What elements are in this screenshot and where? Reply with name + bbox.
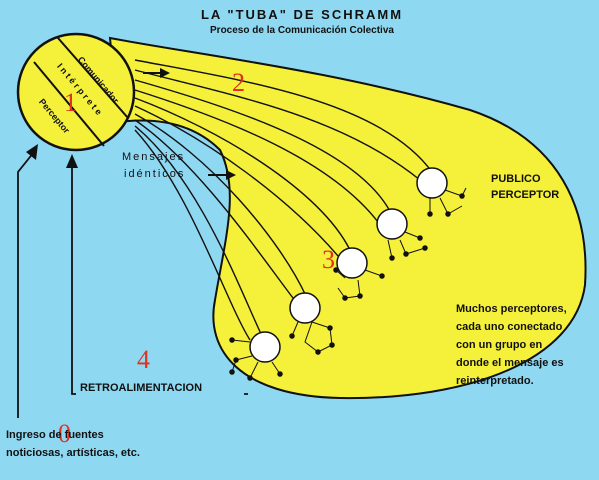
retro-label-box [76,378,244,395]
communicator-circle: Comunicador Intérprete Perceptor [16,32,136,152]
arrow-up-icon [66,154,78,168]
arrow-right-icon [208,170,236,180]
publico-label-line1: PUBLICO [491,173,541,185]
perceptor-description: Muchos perceptores, cada uno conectado c… [456,303,567,387]
message-lines [134,59,433,341]
arrow-right-icon [143,68,170,78]
svg-text:Muchos perceptores,: Muchos perceptores, [456,303,567,315]
mensajes-label-line2: idénticos [124,168,185,180]
svg-text:reinterpretado.: reinterpretado. [456,375,534,387]
receiver-1 [416,167,467,217]
svg-text:con un grupo en: con un grupo en [456,339,542,351]
receiver-2 [376,208,428,261]
receiver-4 [289,292,335,355]
svg-text:cada uno conectado: cada uno conectado [456,321,563,333]
number-2: 2 [232,68,245,97]
number-0: 0 [58,419,71,448]
svg-text:donde el mensaje es: donde el mensaje es [456,357,564,369]
arrow-up-icon [26,144,38,160]
mensajes-label-line1: Mensajes [122,151,185,163]
number-1: 1 [64,88,77,117]
number-3: 3 [322,245,335,274]
number-4: 4 [137,345,150,374]
publico-label-line2: PERCEPTOR [491,189,559,201]
receiver-3 [333,247,385,301]
ingreso-label-line2: noticiosas, artísticas, etc. [6,447,140,459]
diagram-subtitle: Proceso de la Comunicación Colectiva [210,25,394,36]
retro-label: RETROALIMENTACION [80,382,202,394]
ingreso-label-line1: Ingreso de fuentes [6,429,104,441]
receiver-5 [229,331,283,381]
diagram-title: LA "TUBA" DE SCHRAMM [201,7,403,22]
